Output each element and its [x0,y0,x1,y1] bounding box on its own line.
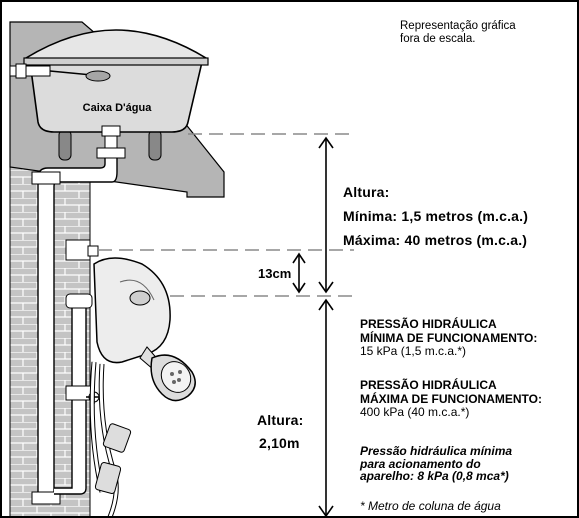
tank-support-right [148,129,162,161]
scale-note: Representação gráfica fora de escala. [400,20,516,46]
lower-height-arrow [318,298,334,516]
activation-line3: aparelho: 8 kPa (0,8 mca*) [360,469,509,483]
upper-height-min: Mínima: 1,5 metros (m.c.a.) [343,208,529,224]
scale-note-line1: Representação gráfica [400,20,516,32]
shower-body [93,257,171,364]
upper-height-max: Máxima: 40 metros (m.c.a.) [343,232,528,248]
pressure-min-title1: PRESSÃO HIDRÁULICA [360,317,497,331]
pressure-max-block: PRESSÃO HIDRÁULICA MÁXIMA DE FUNCIONAMEN… [360,378,542,420]
tank-rim [23,57,209,66]
gap-label: 13cm [258,266,292,281]
float-ball [85,70,111,82]
activation-pressure-note: Pressão hidráulica mínima para acionamen… [360,445,512,483]
lower-height-label: Altura: [257,412,304,428]
pressure-min-value: 15 kPa (1,5 m.c.a.*) [360,344,467,358]
lower-height-value: 2,10m [259,435,300,451]
pressure-min-block: PRESSÃO HIDRÁULICA MÍNIMA DE FUNCIONAMEN… [360,317,538,359]
upper-connection [65,239,91,261]
pressure-max-title2: MÁXIMA DE FUNCIONAMENTO: [360,391,542,406]
upper-height-label: Altura: [343,184,390,200]
tank-outlet [101,125,121,137]
scale-note-line2: fora de escala. [400,33,476,45]
footnote: * Metro de coluna de água [360,499,501,513]
gap-arrow [292,252,306,294]
water-tank [29,61,204,133]
activation-line2: para acionamento do [360,456,481,471]
tank-lid [25,29,207,65]
tank-support-left [58,129,72,161]
pressure-max-value: 400 kPa (40 m.c.a.*) [360,405,470,419]
float-valve [15,63,27,79]
hand-shower-icon [102,423,132,453]
pressure-min-title2: MÍNIMA DE FUNCIONAMENTO: [360,330,538,345]
upper-height-arrow [318,136,334,294]
tank-label: Caixa D'água [82,102,152,114]
activation-line1: Pressão hidráulica mínima [360,444,513,458]
pressure-max-title1: PRESSÃO HIDRÁULICA [360,378,497,392]
